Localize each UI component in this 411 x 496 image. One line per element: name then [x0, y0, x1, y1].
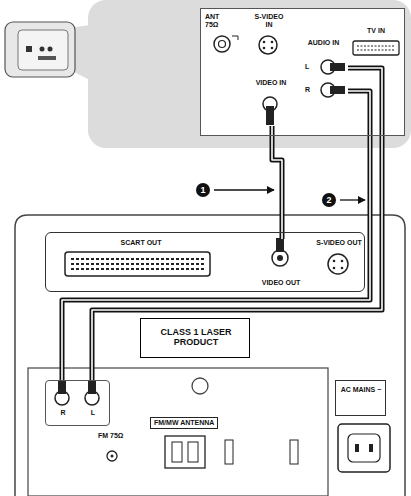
- cable-core: [92, 68, 382, 380]
- device-housing: [15, 215, 405, 496]
- cable-core: [272, 126, 282, 239]
- zoom-band: [88, 0, 411, 148]
- callout-arrow: [340, 199, 365, 200]
- cable: [62, 68, 382, 380]
- tv-set: [5, 22, 75, 77]
- rear-panel: [28, 368, 328, 496]
- line-out-jacks: [55, 380, 99, 405]
- panel-fill: [200, 8, 405, 136]
- port-label: AUDIO IN: [301, 39, 346, 47]
- antenna-terminal: [165, 436, 298, 468]
- connector-panel: RL: [45, 380, 110, 426]
- antenna-jack: [214, 36, 238, 52]
- cable-sheath: [272, 126, 282, 239]
- part-label: FM/MW ANTENNA: [150, 417, 218, 429]
- port-label: S-VIDEO OUT: [315, 239, 363, 247]
- video-in-jack: [263, 97, 277, 125]
- connector-panel: CLASS 1 LASER PRODUCT: [140, 318, 250, 358]
- scart-connector: [65, 252, 210, 276]
- port-label: CLASS 1 LASER PRODUCT: [144, 328, 248, 348]
- port-label: R: [58, 409, 68, 417]
- connector-panel: VIDEO OUT: [246, 239, 318, 291]
- mains-socket: [338, 424, 390, 472]
- port-label: VIDEO IN: [251, 79, 291, 87]
- part-label: L: [305, 63, 309, 71]
- cable-sheath: [62, 91, 370, 380]
- cable-core: [62, 91, 370, 380]
- fm-connector: [107, 451, 117, 461]
- s-video-out-jack: [328, 254, 348, 274]
- part-label: R: [305, 86, 310, 94]
- audio-in-jacks: [321, 60, 345, 97]
- port-label: ANT 75Ω: [205, 13, 229, 28]
- callout-arrow: [214, 189, 274, 190]
- part-label: FM 75Ω: [98, 432, 123, 440]
- callout-number: 2: [322, 193, 336, 207]
- connector-panel: AC MAINS ~: [335, 380, 386, 416]
- video-out-jack: [272, 238, 288, 266]
- port-label: VIDEO OUT: [246, 279, 316, 287]
- screw-hole: [192, 378, 208, 394]
- connector-panel: VIDEO IN: [251, 79, 293, 126]
- scart-socket: [353, 41, 399, 55]
- s-video-jack: [259, 36, 277, 54]
- callout-number: 1: [196, 183, 210, 197]
- port-label: SCART OUT: [86, 239, 196, 247]
- connector-panel: ANT 75Ω S-VIDEO IN TV IN VIDEO IN AUDIO IN: [200, 8, 405, 136]
- connector-panel: SCART OUT S-VIDEO OUT VIDEO OUT: [45, 232, 365, 292]
- port-label: TV IN: [351, 27, 401, 35]
- port-label: AC MAINS ~: [338, 386, 384, 394]
- port-label: S-VIDEO IN: [251, 13, 287, 28]
- cable: [272, 126, 282, 239]
- port-label: L: [88, 409, 98, 417]
- cable-sheath: [92, 68, 382, 380]
